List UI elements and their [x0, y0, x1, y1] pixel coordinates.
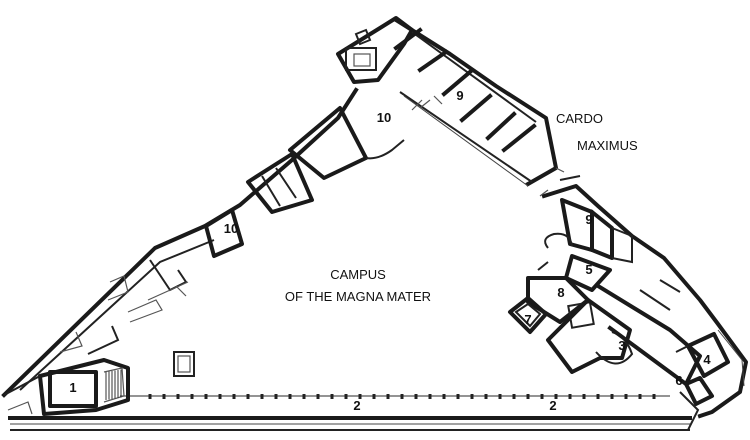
south-portico: [8, 394, 692, 431]
campus-structures: [173, 296, 548, 377]
room-6-label: 6: [675, 373, 682, 388]
campus-label-line1: CAMPUS: [330, 267, 386, 282]
room-1-label: 1: [69, 380, 76, 395]
portico-column: [652, 394, 656, 399]
portico-column: [176, 394, 180, 399]
room-7-label: 7: [524, 312, 531, 327]
portico-column: [260, 394, 264, 399]
portico-column: [428, 394, 432, 399]
cardo-label-line2: MAXIMUS: [577, 138, 638, 153]
room-9-label-east: 9: [585, 212, 592, 227]
portico-column: [470, 394, 474, 399]
room-2-label-east: 2: [549, 398, 556, 413]
portico-column: [162, 394, 166, 399]
portico-column: [596, 394, 600, 399]
portico-column: [624, 394, 628, 399]
room-8-label: 8: [557, 285, 564, 300]
openings: [419, 99, 565, 197]
portico-column: [442, 394, 446, 399]
portico-column: [246, 394, 250, 399]
portico-column: [372, 394, 376, 399]
portico-column: [456, 394, 460, 399]
room-9-label-north: 9: [456, 88, 463, 103]
portico-column: [302, 394, 306, 399]
north-tower: [336, 16, 414, 84]
room-10-label-north: 10: [377, 110, 391, 125]
portico-columns: [148, 394, 656, 399]
portico-column: [274, 394, 278, 399]
portico-column: [344, 394, 348, 399]
portico-column: [232, 394, 236, 399]
portico-column: [484, 394, 488, 399]
portico-column: [526, 394, 530, 399]
room-10-label-west: 10: [224, 221, 238, 236]
portico-column: [638, 394, 642, 399]
portico-column: [330, 394, 334, 399]
portico-column: [218, 394, 222, 399]
portico-column: [498, 394, 502, 399]
portico-column: [148, 394, 152, 399]
portico-column: [540, 394, 544, 399]
room-2-label-west: 2: [353, 398, 360, 413]
portico-column: [414, 394, 418, 399]
portico-column: [568, 394, 572, 399]
east-wing: [526, 175, 748, 431]
portico-column: [190, 394, 194, 399]
portico-column: [288, 394, 292, 399]
portico-column: [358, 394, 362, 399]
temple-steps: [105, 369, 122, 400]
portico-column: [582, 394, 586, 399]
portico-column: [554, 394, 558, 399]
northeast-wing: [393, 17, 558, 187]
room-5-label: 5: [585, 262, 592, 277]
portico-column: [512, 394, 516, 399]
cardo-label-line1: CARDO: [556, 111, 603, 126]
portico-column: [204, 394, 208, 399]
portico-column: [386, 394, 390, 399]
room-3-label: 3: [618, 338, 625, 353]
temple-of-magna-mater: [3, 358, 130, 416]
room-4-label: 4: [703, 352, 711, 367]
portico-column: [610, 394, 614, 399]
campus-label-line2: OF THE MAGNA MATER: [285, 289, 431, 304]
portico-column: [400, 394, 404, 399]
portico-column: [316, 394, 320, 399]
northwest-wing: [1, 87, 405, 398]
